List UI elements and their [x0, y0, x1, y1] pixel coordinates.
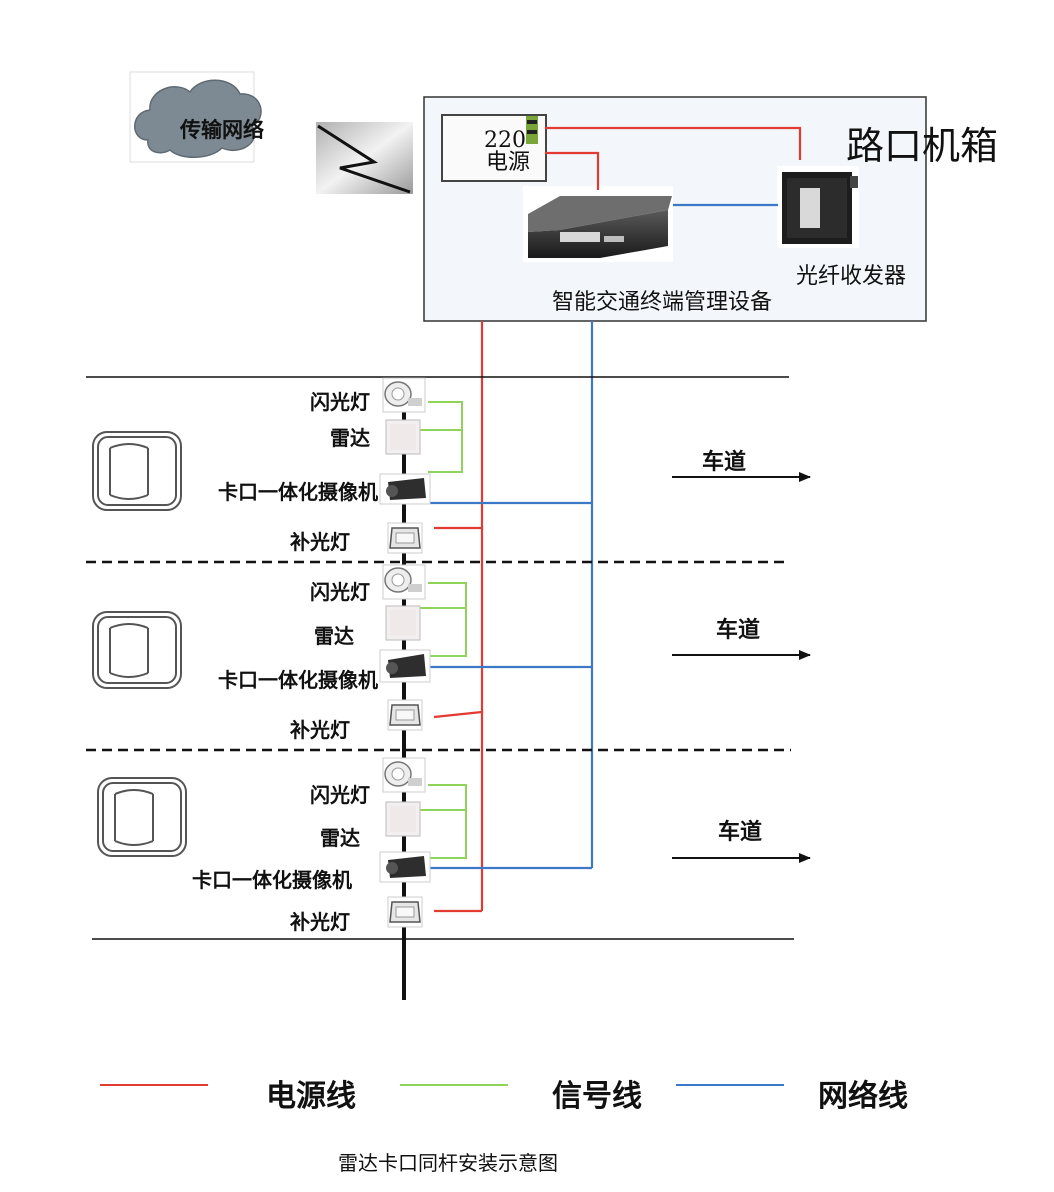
- fill-light-icon: [387, 896, 423, 928]
- flash-lamp-icon: [382, 564, 426, 600]
- cabinet-title: 路口机箱: [846, 124, 999, 168]
- figure-caption: 雷达卡口同杆安装示意图: [338, 1151, 558, 1175]
- camera-label: 卡口一体化摄像机: [218, 668, 378, 692]
- car-icon: [92, 431, 182, 511]
- fiber-transceiver-icon: [777, 166, 859, 248]
- radar-icon: [385, 801, 421, 837]
- terminal-device-icon: [523, 186, 673, 262]
- camera-icon: [379, 649, 431, 683]
- radar-icon: [385, 605, 421, 641]
- network-label: 传输网络: [180, 118, 264, 142]
- camera-icon: [379, 473, 431, 505]
- power-voltage: 220: [484, 128, 526, 153]
- camera-icon: [379, 851, 431, 883]
- legend-signal-label: 信号线: [552, 1079, 642, 1114]
- flash-lamp-icon: [382, 377, 426, 413]
- lane-2-devices: [379, 564, 592, 731]
- flash-lamp-label: 闪光灯: [310, 390, 370, 414]
- flash-lamp-icon: [382, 757, 426, 793]
- lane-direction-label: 车道: [718, 820, 763, 845]
- camera-label: 卡口一体化摄像机: [192, 868, 352, 892]
- radar-label: 雷达: [330, 426, 370, 450]
- lane-direction-label: 车道: [716, 618, 761, 643]
- radar-label: 雷达: [314, 624, 354, 648]
- fill-light-label: 补光灯: [290, 530, 350, 554]
- fill-light-label: 补光灯: [290, 910, 350, 934]
- network-cloud: [129, 71, 262, 163]
- power-supply-icon: [441, 114, 547, 182]
- flash-lamp-label: 闪光灯: [310, 580, 370, 604]
- legend-power-label: 电源线: [266, 1079, 356, 1114]
- radar-icon: [385, 419, 421, 455]
- legend-network-label: 网络线: [818, 1079, 908, 1114]
- car-icon: [97, 777, 187, 857]
- power-label: 电源: [486, 150, 531, 175]
- camera-label: 卡口一体化摄像机: [218, 480, 378, 504]
- car-icon: [92, 611, 182, 689]
- lane-3-devices: [379, 757, 592, 928]
- terminal-label: 智能交通终端管理设备: [552, 290, 773, 315]
- wireless-link-icon: [316, 122, 413, 194]
- fill-light-icon: [387, 522, 423, 554]
- fill-light-icon: [387, 699, 423, 731]
- fill-light-label: 补光灯: [290, 718, 350, 742]
- lane-direction-label: 车道: [702, 450, 747, 475]
- lane-1-devices: [379, 377, 592, 554]
- transceiver-label: 光纤收发器: [796, 264, 907, 289]
- cabinet-power-wiring: [545, 126, 802, 190]
- flash-lamp-label: 闪光灯: [310, 783, 370, 807]
- radar-label: 雷达: [320, 826, 360, 850]
